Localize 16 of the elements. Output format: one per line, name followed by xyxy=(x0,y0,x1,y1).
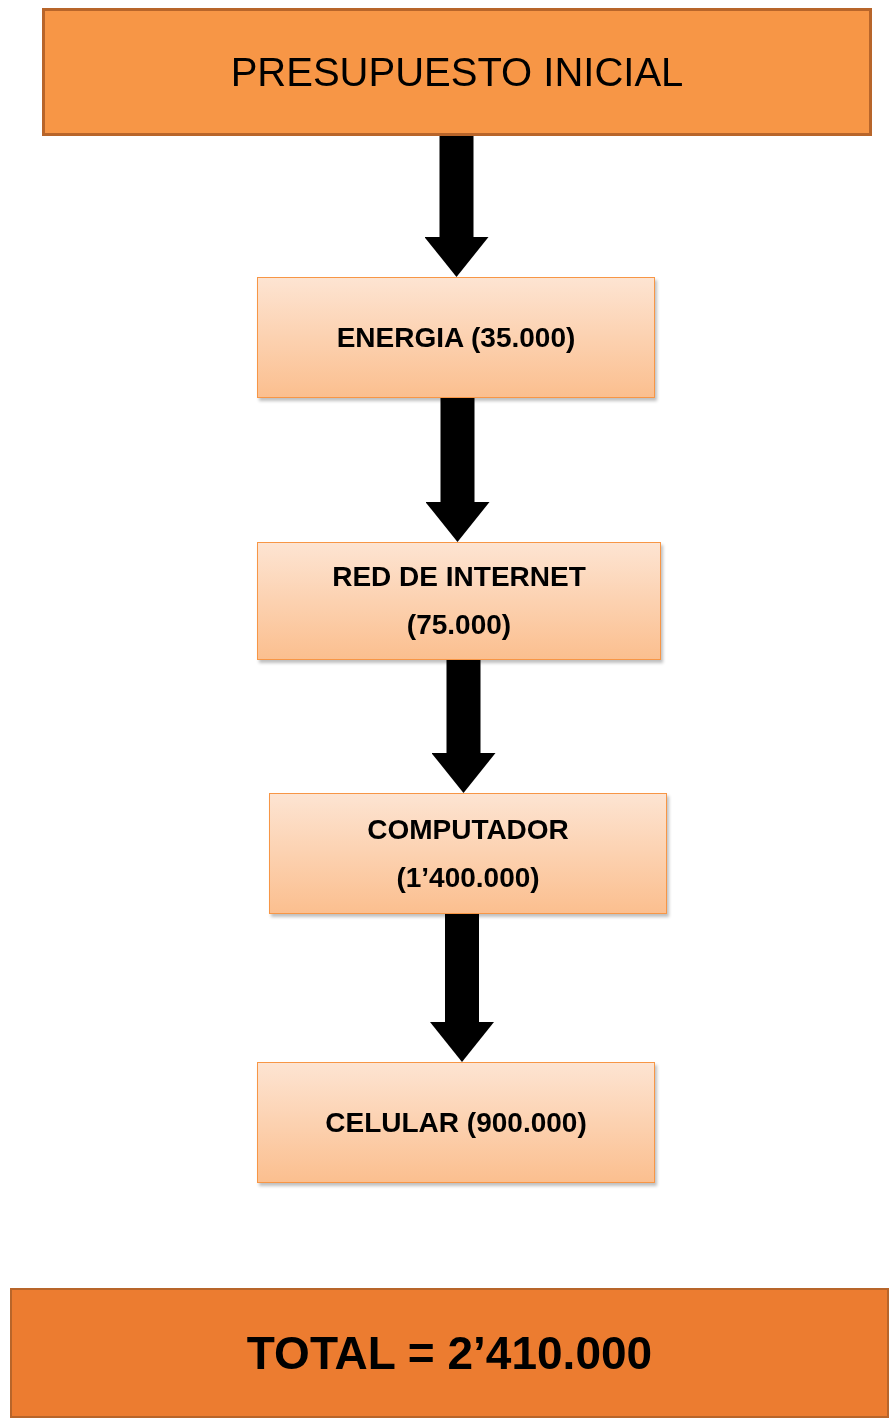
process-box xyxy=(257,277,655,398)
node-text: ENERGIA (35.000) xyxy=(336,320,576,355)
process-box xyxy=(269,793,667,914)
node-text: CELULAR (900.000) xyxy=(325,1105,587,1140)
node-text: PRESUPUESTO INICIAL xyxy=(230,49,684,95)
process-box xyxy=(257,1062,655,1183)
block-arrow xyxy=(431,660,496,793)
title-box xyxy=(42,8,872,136)
node-text: COMPUTADOR (1’400.000) xyxy=(366,812,570,895)
process-box xyxy=(257,542,661,660)
block-arrow xyxy=(424,136,489,277)
total-box xyxy=(10,1288,889,1418)
block-arrow xyxy=(425,398,490,542)
node-text: RED DE INTERNET (75.000) xyxy=(331,560,587,642)
block-arrow xyxy=(430,914,494,1062)
node-text: TOTAL = 2’410.000 xyxy=(246,1326,653,1380)
